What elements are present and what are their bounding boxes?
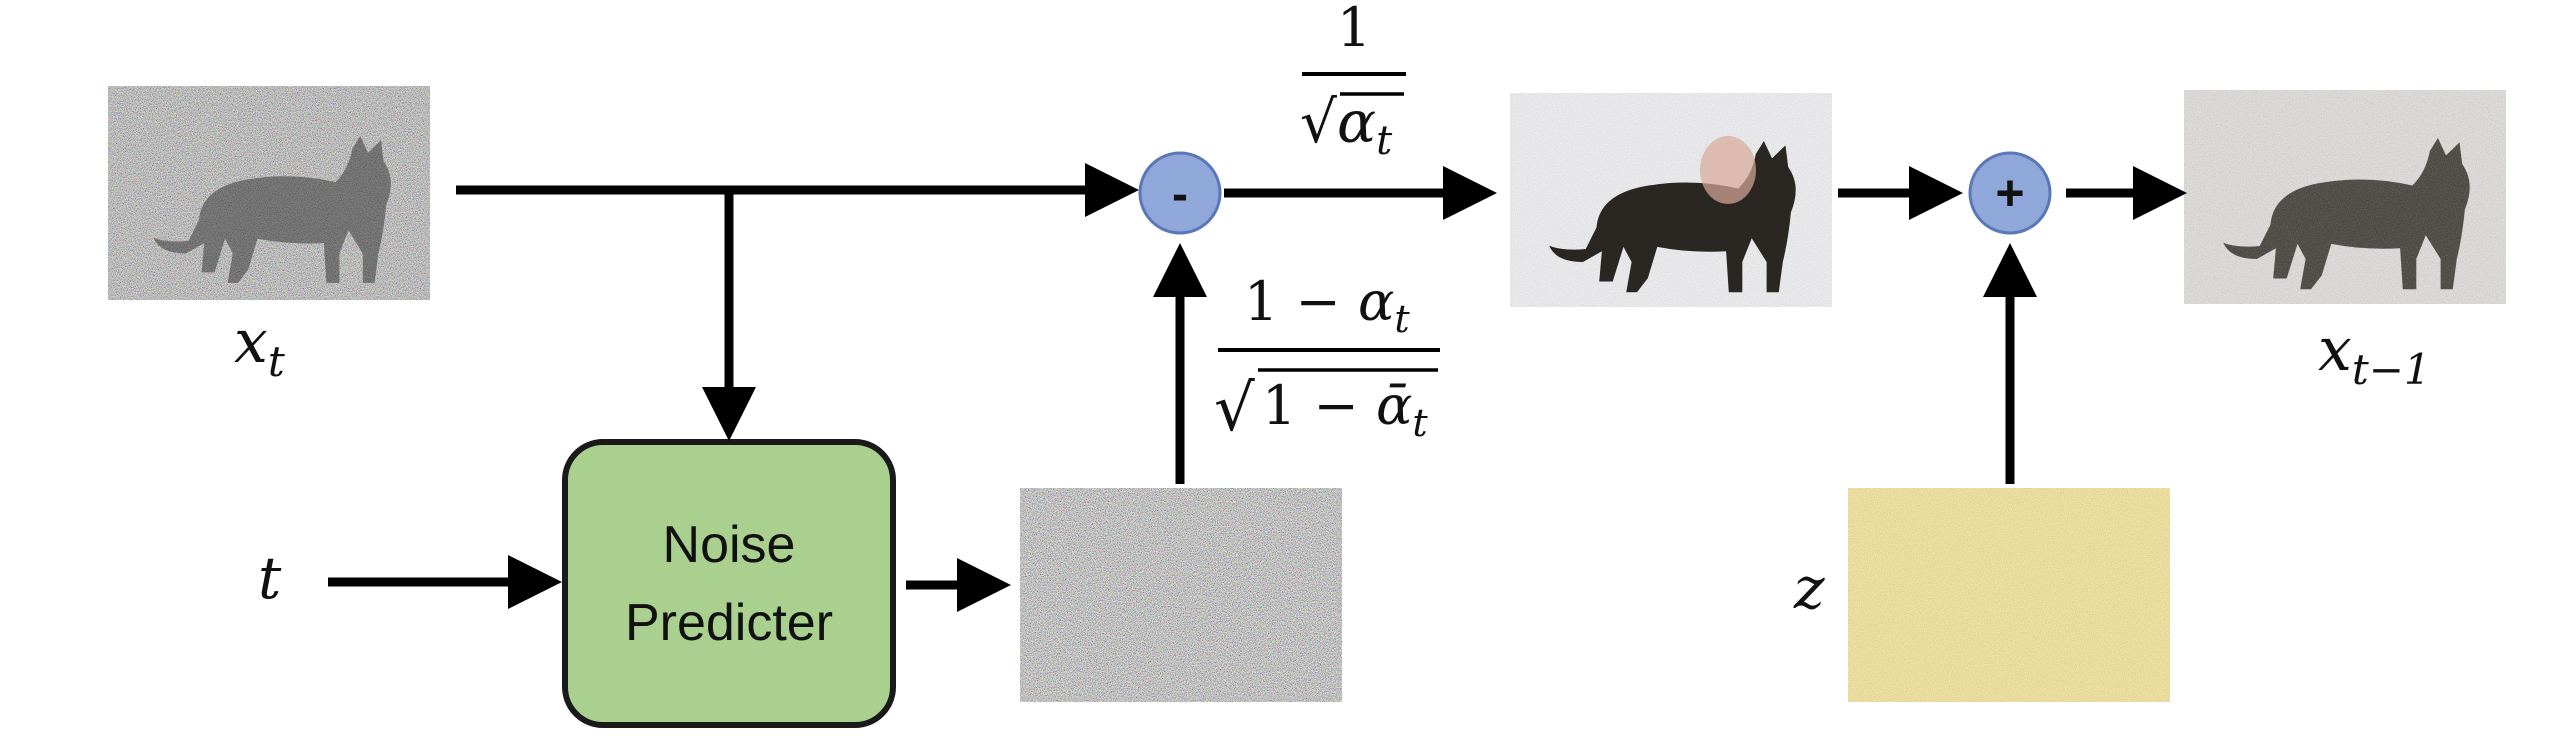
z-noise-image [1848, 488, 2170, 702]
coef2-root: √ [1214, 372, 1255, 446]
label-t: t [258, 544, 282, 612]
minus-operator: - [1138, 151, 1222, 235]
arrows [328, 163, 2187, 612]
output-image [2184, 90, 2506, 304]
minus-operator-symbol: - [1172, 168, 1188, 221]
label-x-t: xt [234, 307, 285, 386]
coef2-denominator: 1 − ᾱt [1262, 374, 1428, 445]
predicted-noise-image [1020, 488, 1342, 702]
noise-predictor-box: Noise Predicter [562, 439, 896, 728]
denoised-estimate-image [1510, 93, 1832, 307]
plus-operator: + [1968, 151, 2052, 235]
label-z: z [1793, 554, 1825, 622]
plus-operator-symbol: + [1995, 165, 2024, 221]
coef1-numerator: 1 [1337, 0, 1371, 59]
label-x-t-minus-1: xt−1 [2318, 315, 2431, 394]
coefficient-one-over-sqrt-alpha: 1 √αt [1300, 0, 1406, 164]
coefficient-noise-scale: 1 − αt √ 1 − ᾱt [1214, 270, 1440, 446]
noisy-input-image [108, 86, 430, 300]
coef1-denominator: √αt [1300, 88, 1393, 164]
noise-predictor-label-line2: Predicter [625, 594, 833, 652]
coef2-numerator: 1 − αt [1244, 270, 1410, 341]
noise-predictor-label-line1: Noise [663, 516, 796, 574]
